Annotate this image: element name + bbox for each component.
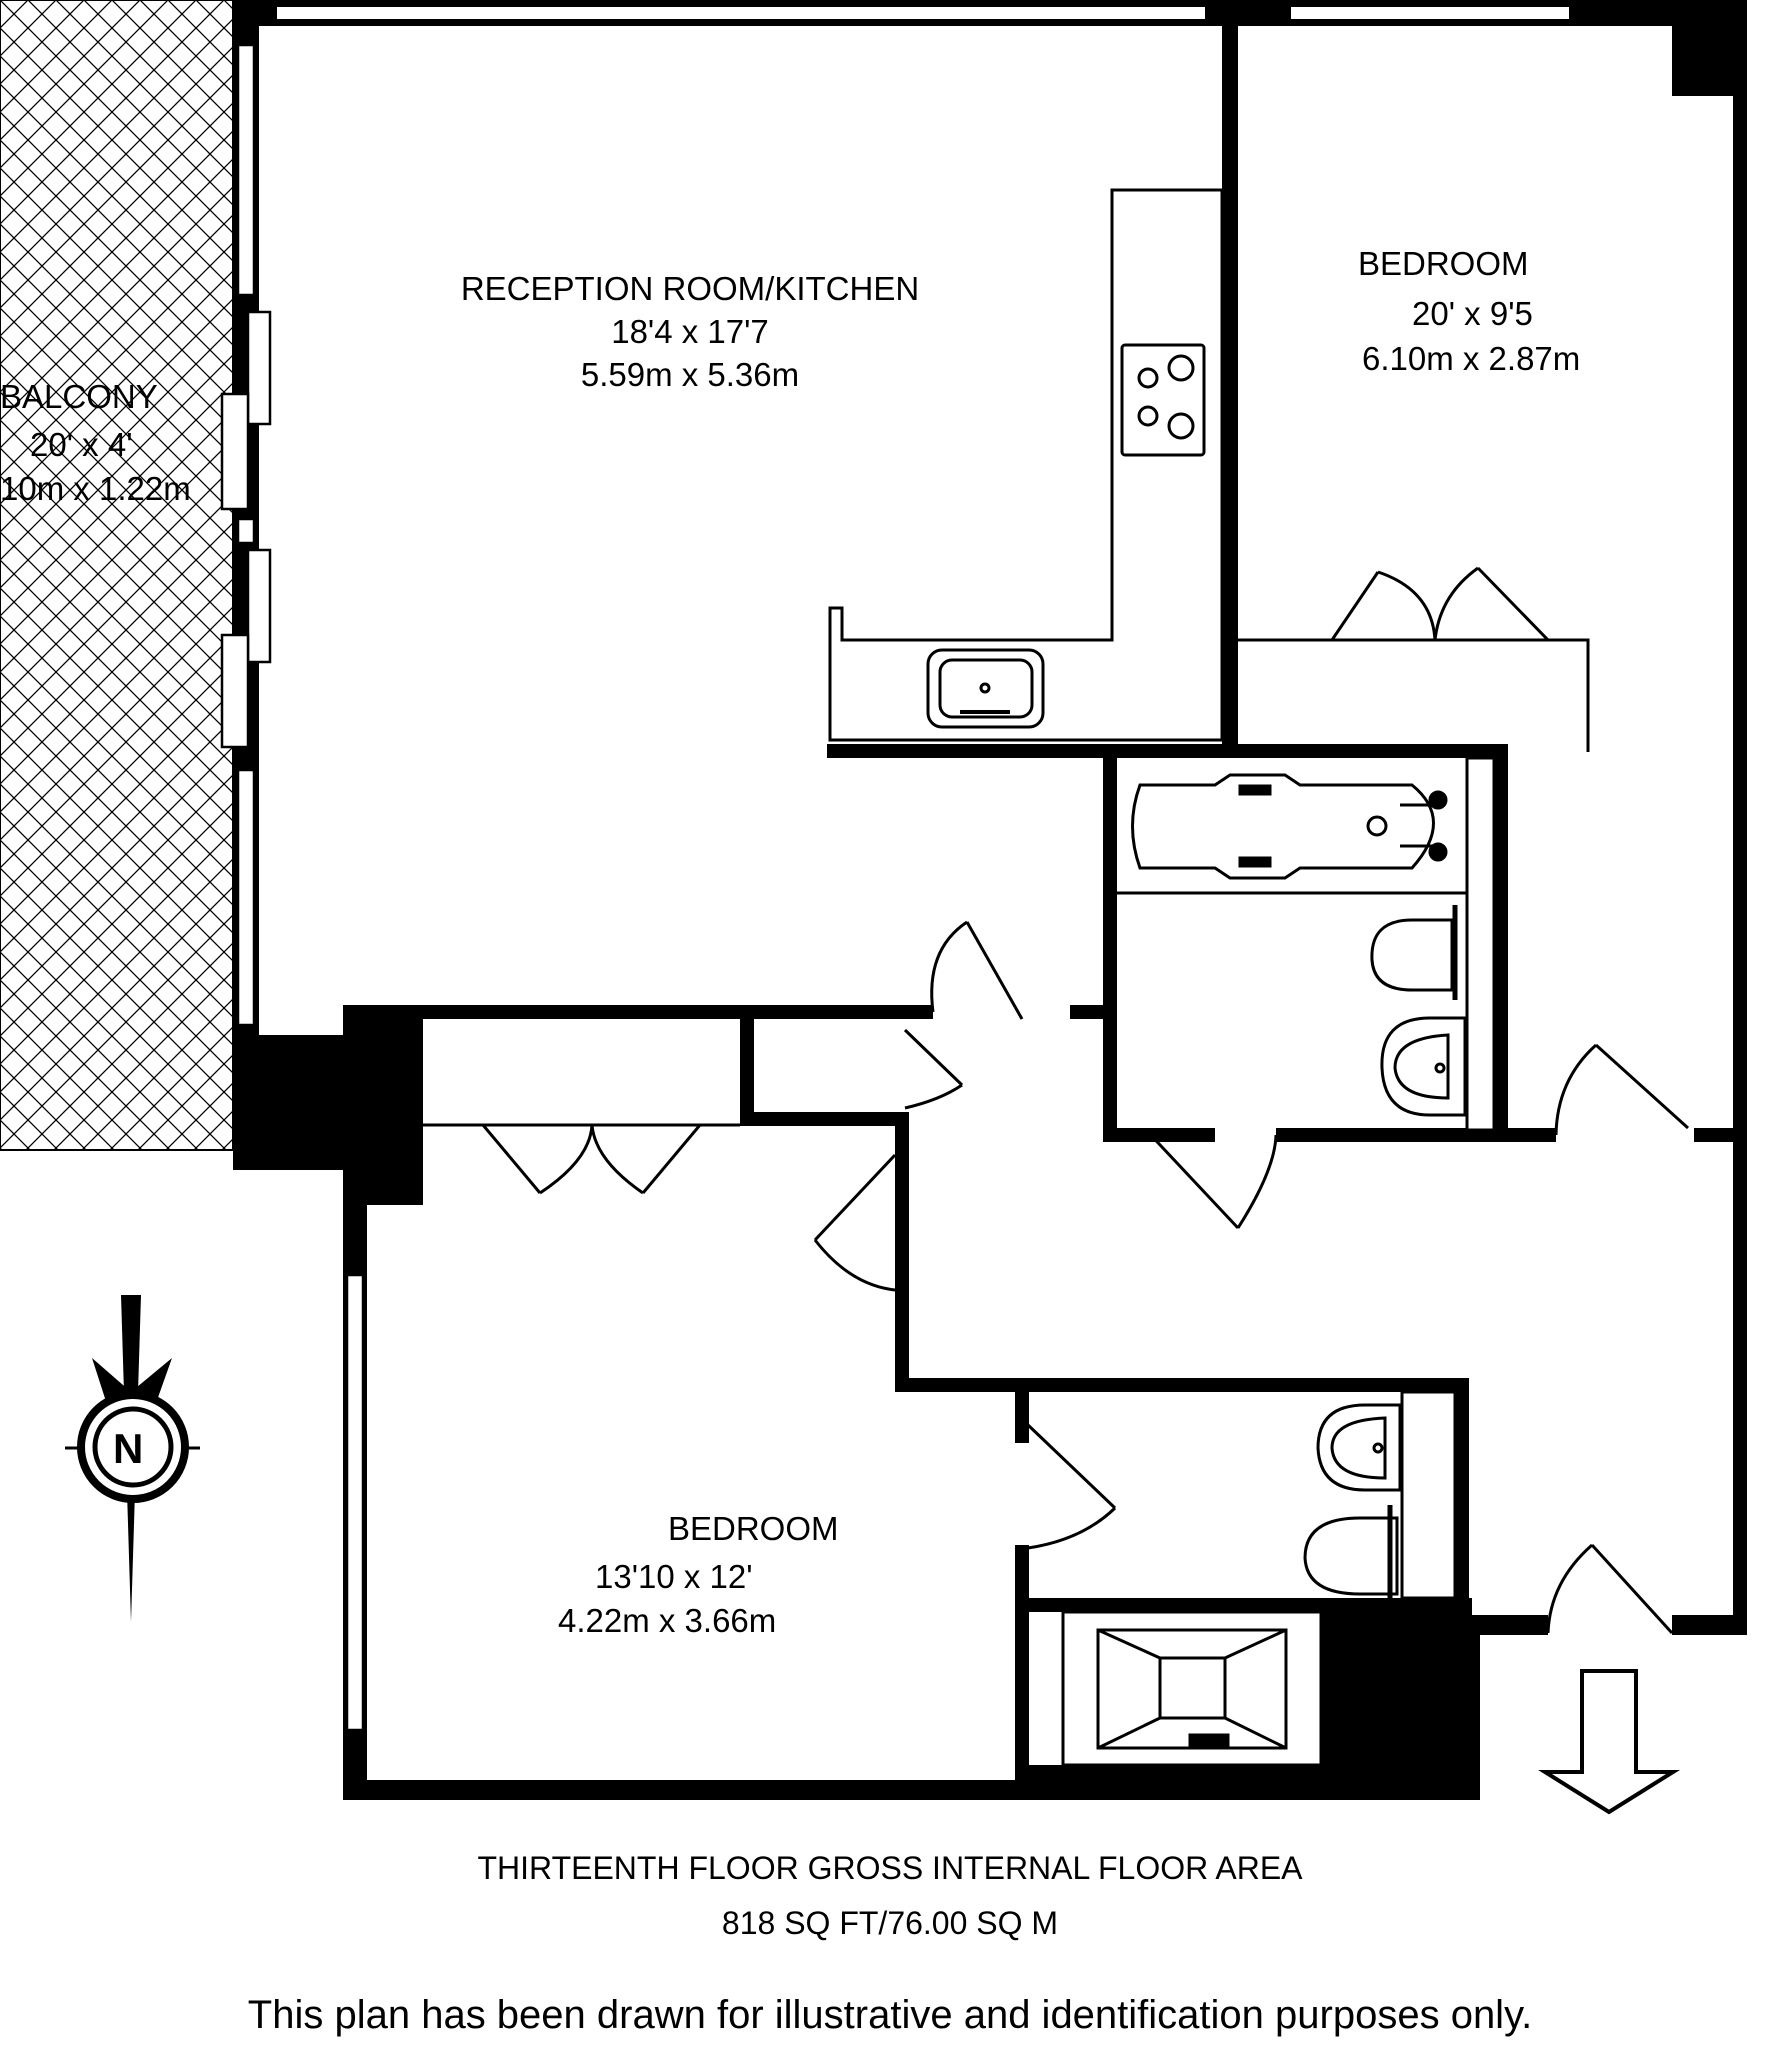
balcony-name: BALCONY xyxy=(0,378,158,415)
entrance-arrow-icon xyxy=(1538,1669,1680,1815)
ensuite xyxy=(1400,1390,1457,1600)
basin-icon xyxy=(1380,1016,1467,1117)
ensuite-toilet-icon xyxy=(1303,1505,1399,1598)
toilet-icon xyxy=(1370,905,1458,1000)
balcony-area xyxy=(0,0,234,1151)
bedroom-bottom-name: BEDROOM xyxy=(668,1510,839,1547)
main-bathroom xyxy=(1117,756,1496,1132)
reception-room-name: RECEPTION ROOM/KITCHEN xyxy=(460,270,920,307)
reception-room-metric: 5.59m x 5.36m xyxy=(580,356,800,393)
disclaimer-text: This plan has been drawn for illustrativ… xyxy=(247,1993,1533,2037)
reception-room-label: RECEPTION ROOM/KITCHEN 18'4 x 17'7 5.59m… xyxy=(430,272,950,391)
wardrobe-bottom xyxy=(423,1123,740,1195)
bedroom-top-name: BEDROOM xyxy=(1358,245,1529,282)
kitchen-counter xyxy=(828,188,1224,742)
windows-top xyxy=(275,5,1571,21)
compass-icon xyxy=(65,1295,200,1622)
floor-area-title: THIRTEENTH FLOOR GROSS INTERNAL FLOOR AR… xyxy=(477,1850,1303,1886)
bedroom-top-metric: 6.10m x 2.87m xyxy=(1362,340,1581,377)
compass-letter: N xyxy=(113,1425,144,1472)
bedroom-bottom-metric: 4.22m x 3.66m xyxy=(558,1602,777,1639)
bath-icon xyxy=(1131,773,1448,880)
windows-west xyxy=(220,43,272,1027)
bedroom-top-imperial: 20' x 9'5 xyxy=(1412,295,1533,332)
shower-tray-icon xyxy=(1061,1610,1323,1767)
doors xyxy=(813,920,1690,1635)
balcony-imperial: 20' x 4' xyxy=(30,426,133,463)
hob-icon xyxy=(1120,343,1206,457)
reception-room-imperial: 18'4 x 17'7 xyxy=(611,313,769,350)
window-bedroom xyxy=(345,1273,365,1732)
wardrobe-top xyxy=(1238,566,1590,752)
balcony-metric: 10m x 1.22m xyxy=(0,470,191,507)
kitchen-sink-icon xyxy=(926,648,1045,729)
floor-area-value: 818 SQ FT/76.00 SQ M xyxy=(721,1905,1059,1941)
ensuite-basin-icon xyxy=(1316,1403,1402,1492)
bedroom-bottom-imperial: 13'10 x 12' xyxy=(595,1558,753,1595)
